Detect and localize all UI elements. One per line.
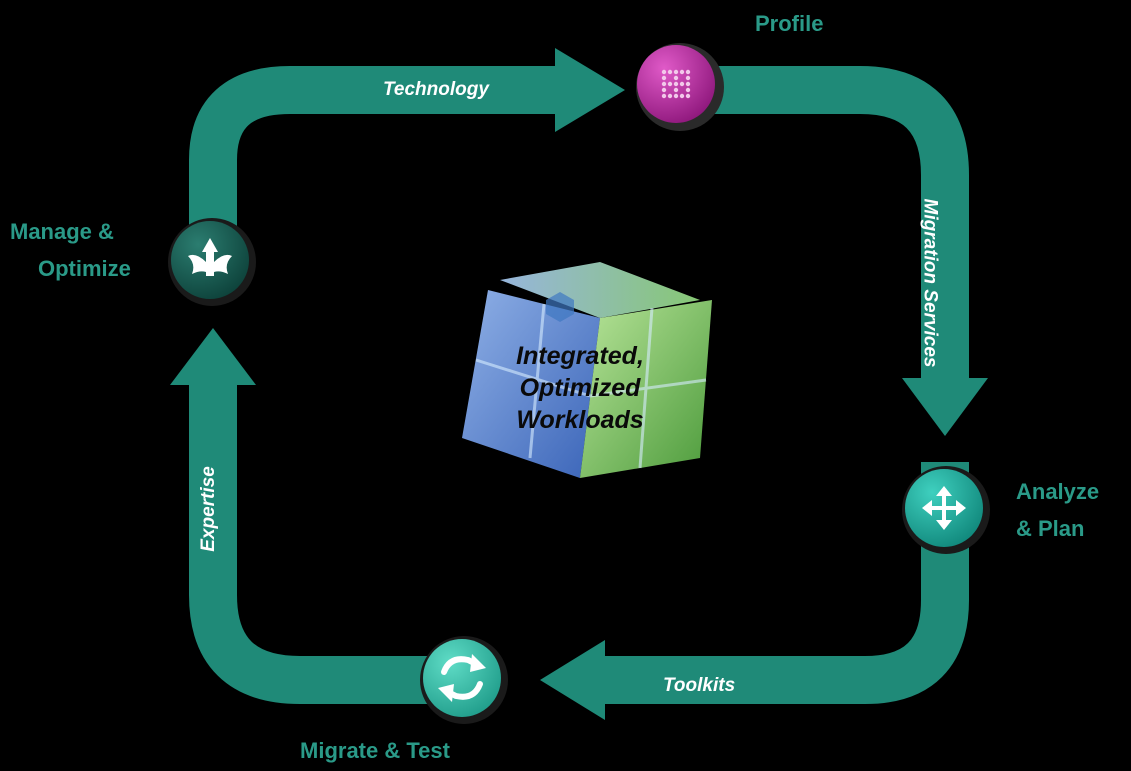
analyze-label-line1: Analyze [1016, 479, 1100, 504]
right-band [700, 66, 969, 385]
bottom-arrow-head [540, 640, 605, 720]
fleur-arrow-icon [168, 218, 256, 306]
center-caption: Integrated, Optimized Workloads [470, 340, 690, 436]
top-arrow-head [555, 48, 625, 132]
migrate-label: Migrate & Test [300, 738, 450, 763]
bottom-band [590, 540, 969, 704]
analyze-label-line2: & Plan [1016, 516, 1085, 541]
manage-label-line1: Manage & [10, 219, 114, 244]
manage-label-line2: Optimize [38, 256, 131, 281]
profile-label: Profile [755, 11, 824, 36]
center-caption-line2: Optimized [519, 374, 641, 402]
arrow-label-toolkits: Toolkits [663, 675, 736, 696]
right-arrow-head [902, 378, 988, 436]
arrow-label-migration-services: Migration Services [919, 198, 941, 368]
center-caption-line1: Integrated, [516, 342, 644, 370]
left-band [189, 385, 450, 704]
refresh-cycle-icon [420, 636, 508, 724]
top-band [189, 66, 580, 245]
cycle-band [189, 66, 969, 704]
cube-icon [462, 262, 712, 478]
center-caption-line3: Workloads [516, 406, 644, 434]
dot-grid-icon [636, 43, 724, 131]
left-arrow-head [170, 328, 256, 385]
arrow-label-technology: Technology [383, 79, 489, 100]
move-arrows-icon [902, 462, 990, 554]
arrow-label-expertise: Expertise [197, 466, 219, 552]
